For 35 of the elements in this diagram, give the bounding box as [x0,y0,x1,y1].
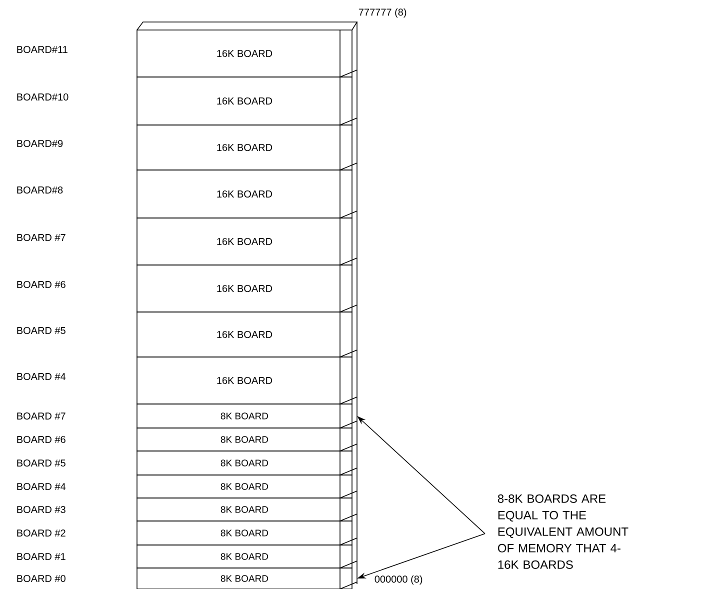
board-label: BOARD #1 [17,552,66,560]
board-label: BOARD #7 [17,412,66,420]
board-label: BOARD #3 [17,506,66,514]
board-box: 8K BOARD [136,568,358,589]
note-text: 8-8K BOARDS ARE EQUAL TO THE EQUIVALENT AMOUNT OF MEMORY THAT 4-16K BOARDS [498,494,628,569]
board-label: BOARD#8 [17,186,63,194]
board-box: 8K BOARD [136,498,358,522]
board-box: 16K BOARD [136,124,358,170]
board-label: BOARD #6 [17,280,66,288]
board-box: 16K BOARD [136,76,358,126]
board-box: 8K BOARD [136,520,358,546]
board-box: 16K BOARD [136,170,358,218]
board-box: 8K BOARD [136,450,358,476]
board-box: 8K BOARD [136,544,358,568]
board-label: BOARD #5 [17,459,66,467]
board-label: BOARD #0 [17,574,66,582]
board-box: 16K BOARD [136,356,358,404]
board-box: 8K BOARD [136,474,358,498]
address-label: 000000 (8) [374,575,422,585]
board-label: BOARD #4 [17,482,66,490]
board-label: BOARD #2 [17,529,66,537]
board-box: 16K BOARD [136,312,358,358]
board-box: 16K BOARD [136,30,358,78]
board-label: BOARD #4 [17,372,66,380]
board-label: BOARD#9 [17,140,63,148]
board-label: BOARD#10 [17,93,68,101]
board-label: BOARD #7 [17,234,66,242]
board-label: BOARD #5 [17,326,66,334]
board-label: BOARD#11 [17,46,68,54]
board-box: 8K BOARD [136,404,358,428]
board-box: 16K BOARD [136,264,358,312]
board-label: BOARD #6 [17,436,66,444]
board-box: 16K BOARD [136,218,358,266]
board-box: 8K BOARD [136,428,358,452]
address-label: 777777 (8) [358,8,406,18]
